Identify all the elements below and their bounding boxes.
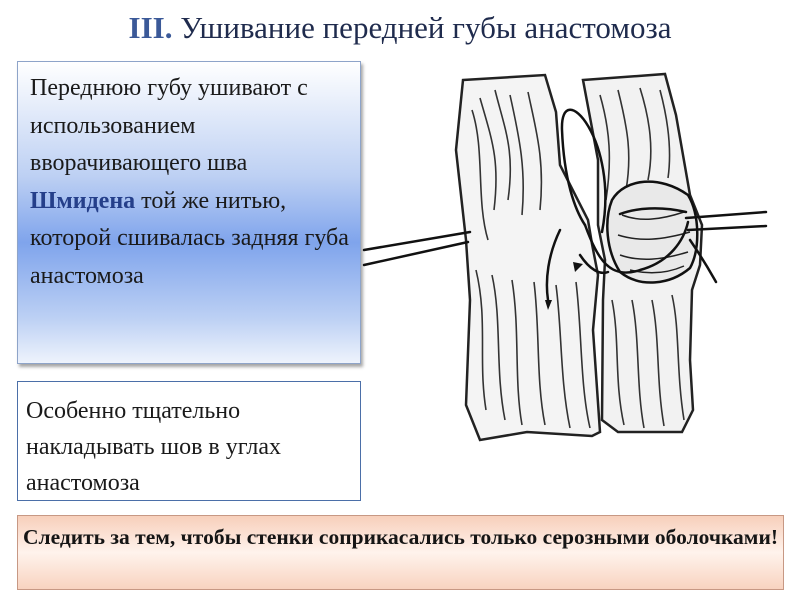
slide-number: III. <box>128 10 173 45</box>
slide-title: III. Ушивание передней губы анастомоза <box>0 10 800 46</box>
anastomosis-suture-illustration <box>362 72 768 442</box>
description-text-start: Переднюю губу ушивают с использованием в… <box>30 75 308 176</box>
corner-note-text: Особенно тщательно накладывать шов в угл… <box>26 398 281 496</box>
slide-title-text: Ушивание передней губы анастомоза <box>180 10 672 45</box>
corner-note-box: Особенно тщательно накладывать шов в угл… <box>17 381 361 501</box>
schmieden-highlight: Шмидена <box>30 187 136 214</box>
serosa-warning-box: Следить за тем, чтобы стенки соприкасали… <box>17 515 784 590</box>
serosa-warning-text: Следить за тем, чтобы стенки соприкасали… <box>23 525 778 549</box>
description-box: Переднюю губу ушивают с использованием в… <box>17 61 361 364</box>
description-text-end: той же нитью, которой сшивалась задняя г… <box>30 187 349 289</box>
